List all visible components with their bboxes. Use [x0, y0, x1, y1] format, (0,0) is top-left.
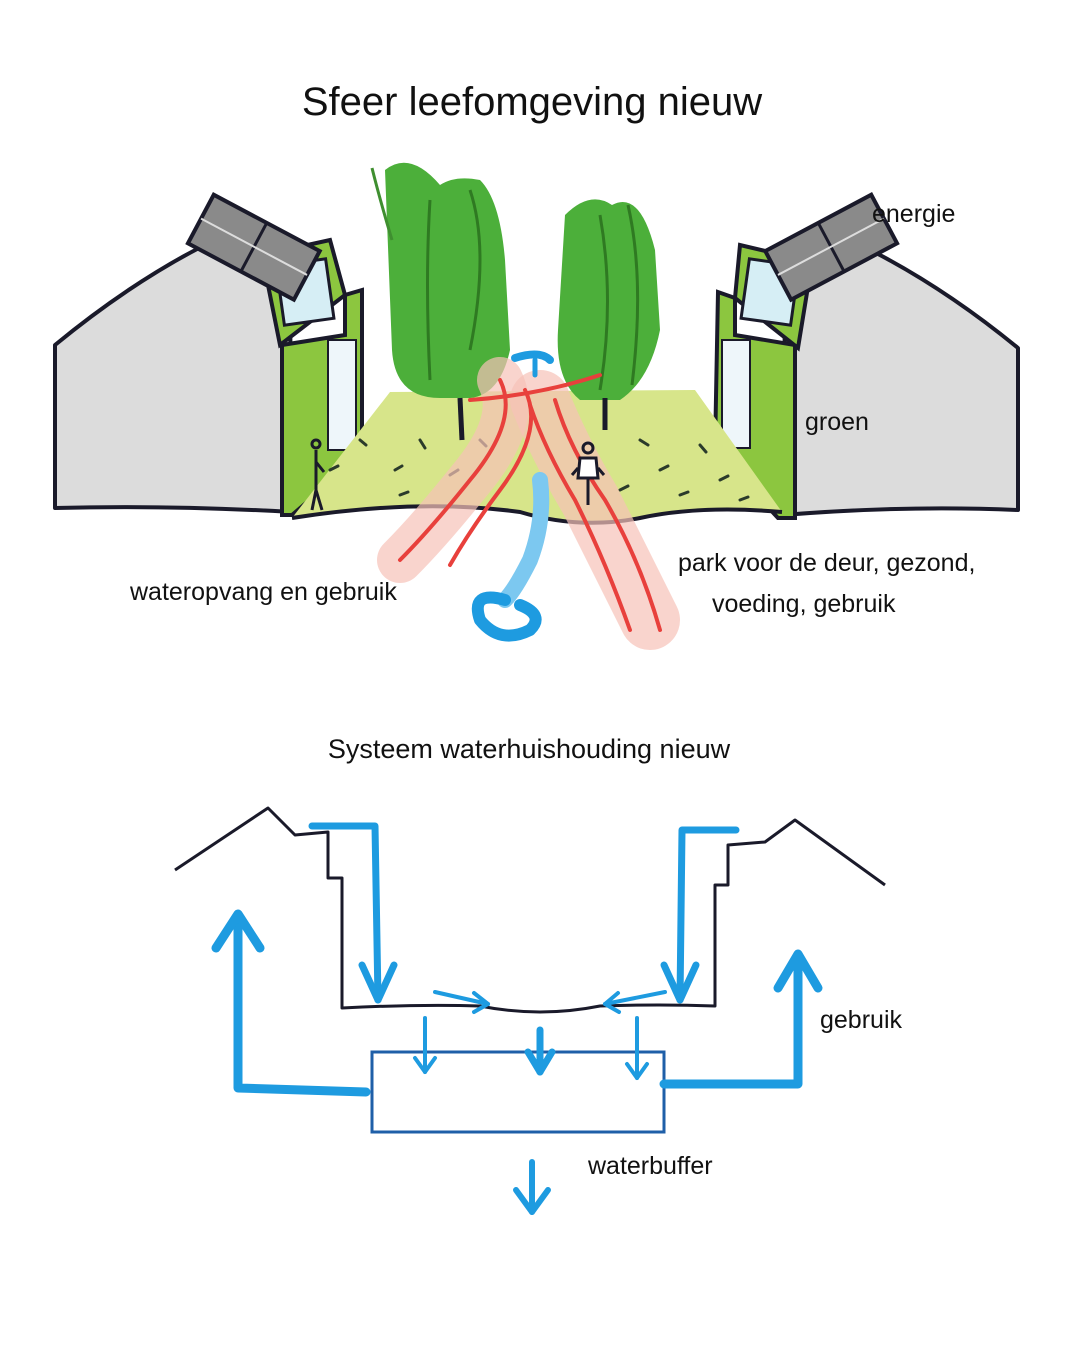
terrain-outline — [174, 806, 886, 1014]
street-scene-illustration — [53, 162, 1020, 650]
label-groen: groen — [805, 408, 869, 436]
pedestrian-figure — [310, 438, 326, 511]
label-wateropvang: wateropvang en gebruik — [130, 578, 397, 606]
left-reuse-arrow — [233, 913, 371, 1097]
surface-flow-arrow-right — [603, 990, 667, 1006]
label-waterbuffer: waterbuffer — [588, 1152, 713, 1180]
waterbuffer-box — [370, 1050, 666, 1134]
right-solar-panel — [762, 192, 900, 303]
label-energie: energie — [872, 200, 956, 228]
left-roof-runoff-arrow — [308, 822, 382, 1004]
water-channel — [471, 350, 554, 642]
surface-flow-arrow-left — [433, 990, 490, 1006]
right-roof-runoff-arrow — [676, 826, 740, 1004]
system-title: Systeem waterhuishouding nieuw — [327, 734, 731, 764]
red-paths — [377, 357, 680, 650]
diagram-title: Sfeer leefomgeving nieuw — [301, 80, 763, 124]
left-solar-panel — [185, 192, 323, 303]
label-park-line1: park voor de deur, gezond, — [678, 549, 976, 577]
cyclist-figure — [570, 441, 606, 505]
label-gebruik: gebruik — [820, 1006, 902, 1034]
trees — [370, 162, 660, 441]
label-park-line2: voeding, gebruik — [712, 590, 896, 618]
right-reuse-arrow — [659, 953, 803, 1089]
